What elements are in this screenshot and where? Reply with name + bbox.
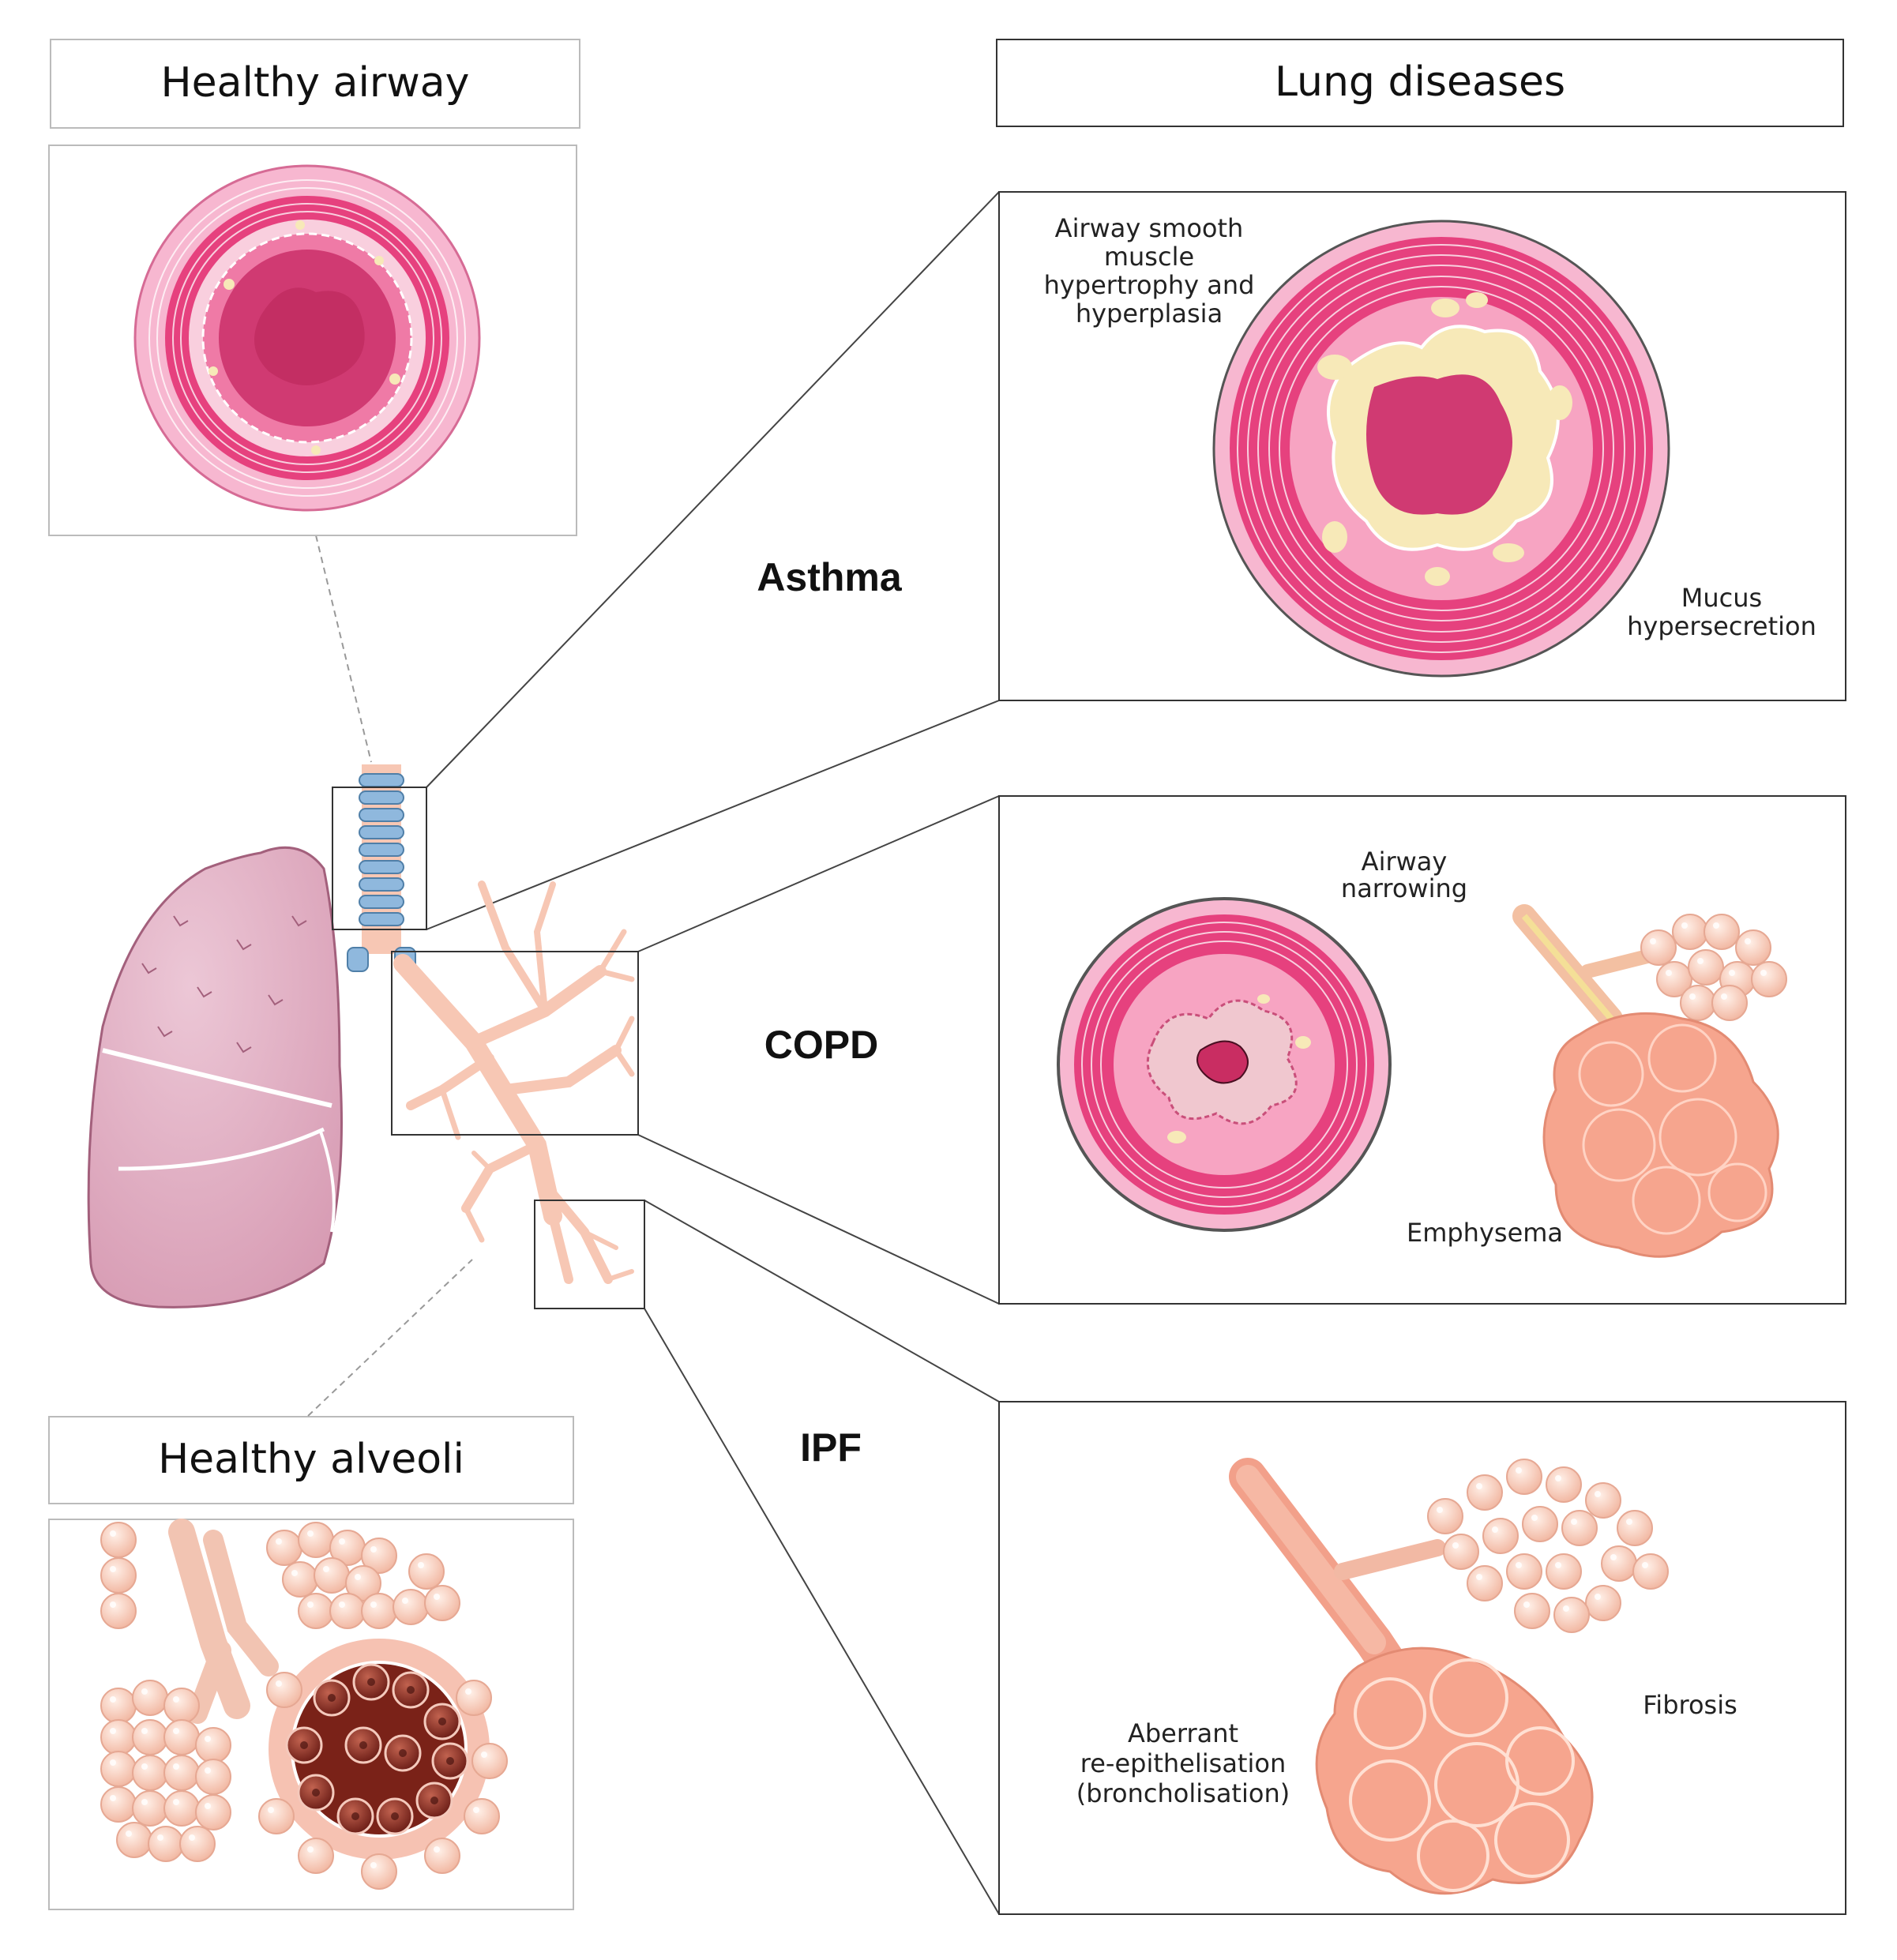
- lung-illustration: [87, 846, 343, 1309]
- aberrant-line-2: re-epithelisation: [1080, 1748, 1286, 1778]
- aberrant-line-3: (broncholisation): [1076, 1778, 1290, 1808]
- asthma-muscle-line-3: hypertrophy and: [1044, 270, 1255, 300]
- healthy-alveoli-header: Healthy alveoli: [48, 1416, 574, 1504]
- copd-panel: Airway narrowing Emphysema: [998, 795, 1846, 1305]
- bronchial-tree: [393, 880, 635, 1284]
- asthma-mucus-annotation: Mucus hypersecretion: [1627, 583, 1816, 641]
- aberrant-annotation: Aberrant re-epithelisation (broncholisat…: [1076, 1718, 1290, 1808]
- healthy-airway-header: Healthy airway: [50, 39, 580, 129]
- fibrosis-label: Fibrosis: [1643, 1690, 1737, 1720]
- healthy-alveoli-title: Healthy alveoli: [158, 1436, 464, 1483]
- asthma-muscle-line-2: muscle: [1104, 242, 1194, 272]
- healthy-airway-cross-section: [133, 164, 481, 512]
- copd-label: COPD: [764, 1023, 878, 1067]
- asthma-label: Asthma: [757, 555, 903, 599]
- dashed-connectors: [307, 535, 473, 1417]
- asthma-airway-cross-section: [1212, 220, 1670, 678]
- copd-airway-cross-section: [1057, 897, 1392, 1232]
- asthma-muscle-annotation: Airway smooth muscle hypertrophy and hyp…: [1044, 213, 1255, 329]
- healthy-alveoli-panel: [48, 1519, 574, 1910]
- lung-diseases-title: Lung diseases: [1275, 58, 1565, 106]
- lung-diseases-header: Lung diseases: [996, 39, 1844, 127]
- emphysema-label: Emphysema: [1407, 1218, 1563, 1248]
- ipf-panel: Fibrosis Aberrant re-epithelisation (bro…: [998, 1401, 1846, 1915]
- copd-narrowing-line-1: Airway: [1362, 847, 1448, 877]
- healthy-airway-title: Healthy airway: [161, 59, 470, 107]
- copd-narrowing-annotation: Airway narrowing: [1341, 847, 1467, 903]
- copd-narrowing-line-2: narrowing: [1341, 873, 1467, 903]
- trachea: [347, 764, 416, 972]
- ipf-illustration: [1229, 1458, 1669, 1895]
- zoom-boxes: [332, 787, 645, 1309]
- asthma-mucus-line-1: Mucus: [1681, 583, 1762, 613]
- asthma-panel: Airway smooth muscle hypertrophy and hyp…: [998, 191, 1846, 701]
- aberrant-line-1: Aberrant: [1128, 1718, 1238, 1748]
- healthy-alveoli-illustration: [100, 1519, 508, 1890]
- emphysema-illustration: [1512, 904, 1787, 1258]
- asthma-muscle-line-1: Airway smooth: [1055, 213, 1244, 243]
- healthy-airway-panel: [48, 145, 577, 536]
- asthma-muscle-line-4: hyperplasia: [1076, 299, 1223, 329]
- ipf-label: IPF: [800, 1425, 862, 1470]
- connector-lines: [426, 191, 1000, 1915]
- asthma-mucus-line-2: hypersecretion: [1627, 611, 1816, 641]
